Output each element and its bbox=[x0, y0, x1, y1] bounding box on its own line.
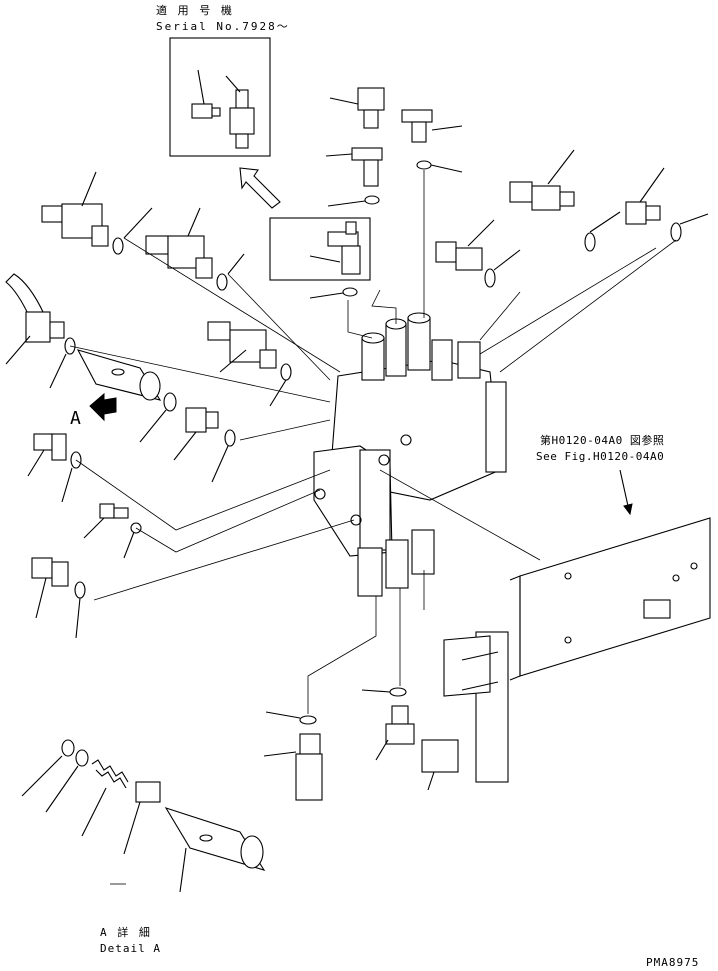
control-valve-body bbox=[313, 312, 507, 597]
serial-inset-box bbox=[169, 37, 271, 157]
top-fittings bbox=[309, 87, 463, 299]
detail-label-jp: A 詳 細 bbox=[100, 926, 152, 939]
figure-reference-en: See Fig.H0120-04A0 bbox=[536, 450, 665, 463]
drawing-code: PMA8975 bbox=[646, 956, 700, 969]
sensor-inset-box bbox=[269, 217, 371, 281]
view-marker: A bbox=[70, 408, 83, 429]
check-valve-a bbox=[76, 349, 236, 483]
connection-leaders bbox=[69, 170, 677, 714]
serial-label-en: Serial No.7928～ bbox=[156, 20, 290, 33]
serial-label-jp: 適 用 号 機 bbox=[156, 4, 234, 17]
detail-a-parts bbox=[21, 739, 266, 893]
frame-bracket bbox=[443, 469, 711, 783]
view-a-arrow-icon bbox=[89, 392, 117, 422]
hollow-arrow-icon bbox=[239, 167, 281, 209]
left-fittings bbox=[5, 171, 292, 407]
figure-reference-jp: 第H0120-04A0 図参照 bbox=[540, 434, 665, 447]
left-lower-fittings bbox=[27, 433, 142, 639]
detail-label-en: Detail A bbox=[100, 942, 161, 955]
bottom-sensors bbox=[263, 687, 459, 801]
right-fittings bbox=[435, 149, 709, 288]
